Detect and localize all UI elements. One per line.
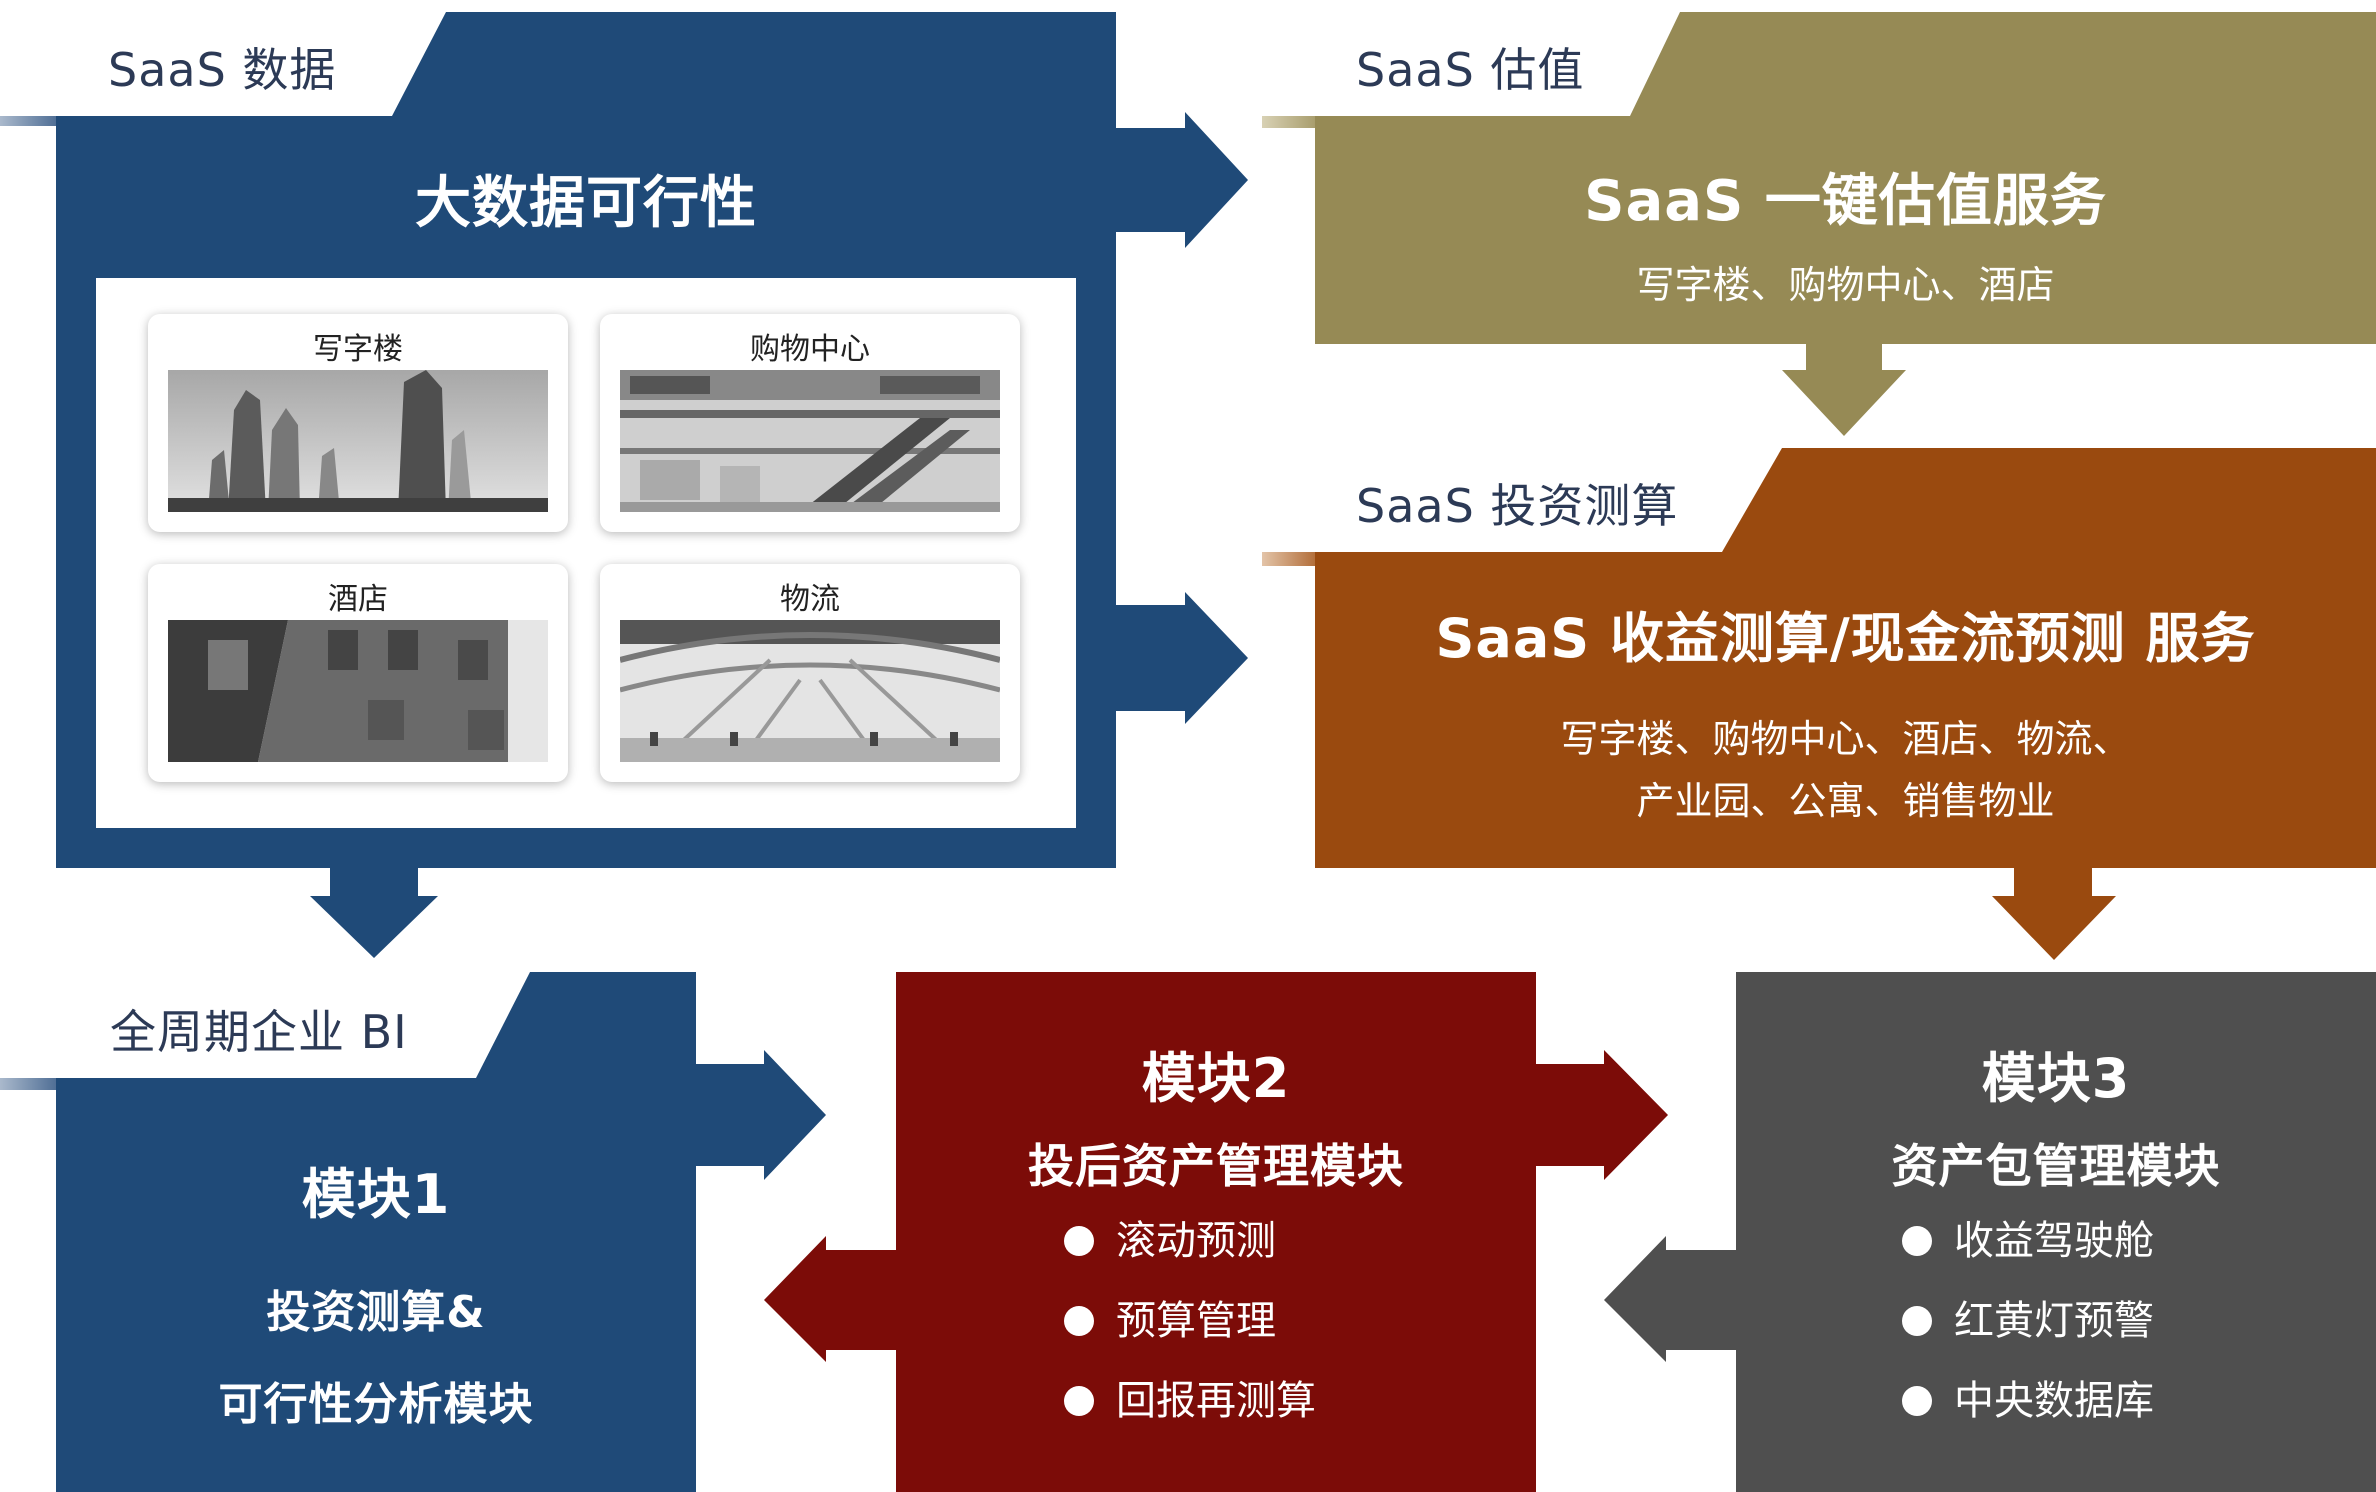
- card-hotel: 酒店: [148, 564, 568, 782]
- arrow-to-module2: [690, 1050, 826, 1180]
- module2-bullet-text: 预算管理: [1116, 1298, 1276, 1344]
- logistics-hall-photo: [620, 620, 1000, 762]
- hotel-green-wall-photo: [168, 620, 548, 762]
- arrow-to-module3: [1992, 862, 2116, 960]
- arrow-to-bi: [310, 862, 438, 958]
- card-logistics: 物流: [600, 564, 1020, 782]
- module1-line1: 投资测算&: [266, 1287, 486, 1338]
- module1-title: 模块1: [301, 1163, 451, 1226]
- module2-bullet-item: 预算管理: [1064, 1294, 1316, 1374]
- tab-saas-valuation-shape: [1315, 12, 1680, 116]
- arrow-to-investment: [1110, 592, 1248, 724]
- card-office-label: 写字楼: [313, 332, 403, 367]
- saas-investment-title: SaaS 收益测算/现金流预测 服务: [1435, 607, 2256, 670]
- bullet-dot-icon: [1902, 1226, 1932, 1256]
- module2-bullet-text: 回报再测算: [1116, 1378, 1316, 1424]
- saas-valuation-title: SaaS 一键估值服务: [1584, 169, 2107, 234]
- card-mall: 购物中心: [600, 314, 1020, 532]
- bullet-dot-icon: [1902, 1306, 1932, 1336]
- arrow-to-module3-right: [1530, 1050, 1668, 1180]
- arrow-back-to-module1: [764, 1236, 902, 1362]
- module1-line2: 可行性分析模块: [218, 1379, 534, 1430]
- bullet-dot-icon: [1064, 1306, 1094, 1336]
- bullet-dot-icon: [1064, 1226, 1094, 1256]
- saas-valuation-subtitle: 写字楼、购物中心、酒店: [1636, 263, 2055, 307]
- module2-bullet-text: 滚动预测: [1116, 1218, 1276, 1264]
- module3-bullet-item: 红黄灯预警: [1902, 1294, 2154, 1374]
- office-towers-photo: [168, 370, 548, 512]
- tab-saas-investment: SaaS 投资测算: [1356, 479, 1679, 533]
- card-logistics-label: 物流: [780, 582, 840, 617]
- arrow-to-investment-down: [1782, 338, 1906, 436]
- saas-investment-subtitle-line1: 写字楼、购物中心、酒店、物流、: [1560, 717, 2131, 761]
- card-hotel-label: 酒店: [328, 582, 388, 617]
- tab-bi-shape: [56, 972, 530, 1078]
- module3-bullet-list: 收益驾驶舱 红黄灯预警 中央数据库: [1902, 1214, 2154, 1454]
- module2-bullet-item: 回报再测算: [1064, 1374, 1316, 1454]
- saas-data-title: 大数据可行性: [415, 171, 757, 236]
- mall-escalator-photo: [620, 370, 1000, 512]
- tab-bi: 全周期企业 BI: [110, 1005, 408, 1059]
- module2-bullet-list: 滚动预测 预算管理 回报再测算: [1064, 1214, 1316, 1454]
- module3-bullet-text: 红黄灯预警: [1954, 1298, 2154, 1344]
- arrow-to-valuation: [1110, 112, 1248, 248]
- module2-bullet-item: 滚动预测: [1064, 1214, 1316, 1294]
- bullet-dot-icon: [1902, 1386, 1932, 1416]
- module3-title: 模块3: [1981, 1047, 2131, 1110]
- module2-block-shape: [764, 972, 1668, 1492]
- module3-bullet-text: 收益驾驶舱: [1954, 1218, 2154, 1264]
- tab-saas-valuation: SaaS 估值: [1356, 43, 1585, 97]
- card-mall-label: 购物中心: [750, 332, 870, 367]
- tab-saas-data: SaaS 数据: [108, 43, 337, 97]
- module3-block-shape: [1604, 972, 2376, 1492]
- module3-bullet-text: 中央数据库: [1954, 1378, 2154, 1424]
- card-office: 写字楼: [148, 314, 568, 532]
- arrow-back-to-module2: [1604, 1236, 1742, 1362]
- tab-saas-data-shape: [56, 12, 446, 116]
- module3-bullet-item: 中央数据库: [1902, 1374, 2154, 1454]
- bullet-dot-icon: [1064, 1386, 1094, 1416]
- tab-saas-investment-shape: [1315, 448, 1782, 552]
- module3-subtitle: 资产包管理模块: [1891, 1139, 2221, 1193]
- module2-title: 模块2: [1141, 1047, 1291, 1110]
- module3-bullet-item: 收益驾驶舱: [1902, 1214, 2154, 1294]
- saas-investment-subtitle-line2: 产业园、公寓、销售物业: [1636, 779, 2055, 823]
- module2-subtitle: 投后资产管理模块: [1028, 1139, 1404, 1193]
